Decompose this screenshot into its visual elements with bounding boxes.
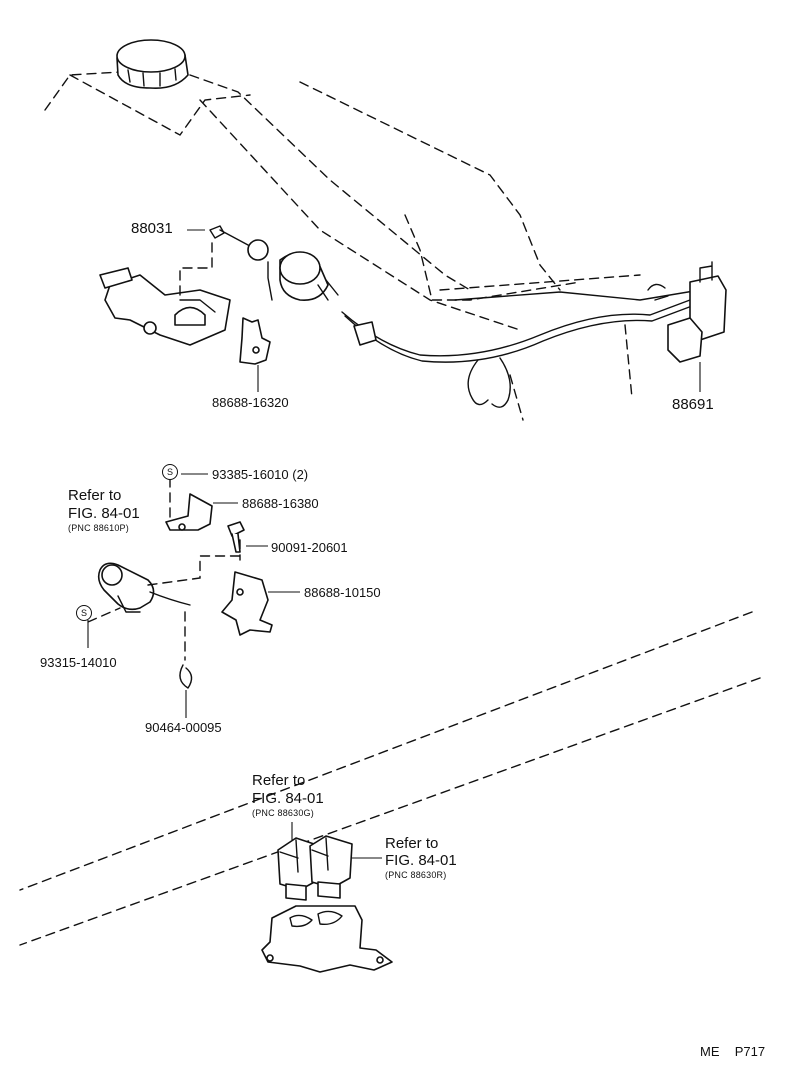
bracket-88688-16320 [239,317,271,365]
middle-leaders [87,477,241,623]
cable-harness [341,289,701,408]
bolt-90091-20601 [227,521,245,553]
reservoir-cap [116,39,189,90]
fig-reference: FIG. 84-01 [252,790,324,807]
part-number-88688-16320: 88688-16320 [212,395,289,410]
refer-to-text: Refer to [385,835,439,852]
part-number-93315-14010: 93315-14010 [40,655,117,670]
refer-to-text: Refer to [68,487,122,504]
refer-to-text: Refer to [252,772,306,789]
relay-holder [261,905,393,973]
clip-90464-00095 [179,611,193,689]
label-leaders [87,229,701,859]
actuator-88031 [209,225,339,302]
part-number-93385-16010: 93385-16010 (2) [212,467,309,482]
actuator-assembly [99,239,231,346]
body-phantom-outline [44,71,641,421]
pnc-reference: (PNC 88610P) [68,523,129,533]
fig-reference: FIG. 84-01 [68,505,140,522]
bracket-88688-10150 [221,571,273,636]
relay-88630R [309,835,353,899]
pnc-reference: (PNC 88630G) [252,808,314,818]
switch-assembly [97,555,246,613]
page-code: P717 [734,1044,766,1059]
bracket-88688-16380 [165,493,213,531]
part-number-88688-10150: 88688-10150 [304,585,381,600]
part-number-90464-00095: 90464-00095 [145,720,222,735]
part-number-88691: 88691 [672,396,714,413]
fig-reference: FIG. 84-01 [385,852,457,869]
sensor-88691 [647,261,727,363]
s-symbol-lower: S [76,605,92,621]
part-number-88031: 88031 [131,220,173,237]
section-code: ME [700,1044,720,1059]
part-number-90091-20601: 90091-20601 [271,540,348,555]
pnc-reference: (PNC 88630R) [385,870,447,880]
part-number-88688-16380: 88688-16380 [242,496,319,511]
s-symbol-upper: S [162,464,178,480]
page-identifier: ME P717 [700,1044,765,1059]
lower-phantom-outline [19,611,761,946]
